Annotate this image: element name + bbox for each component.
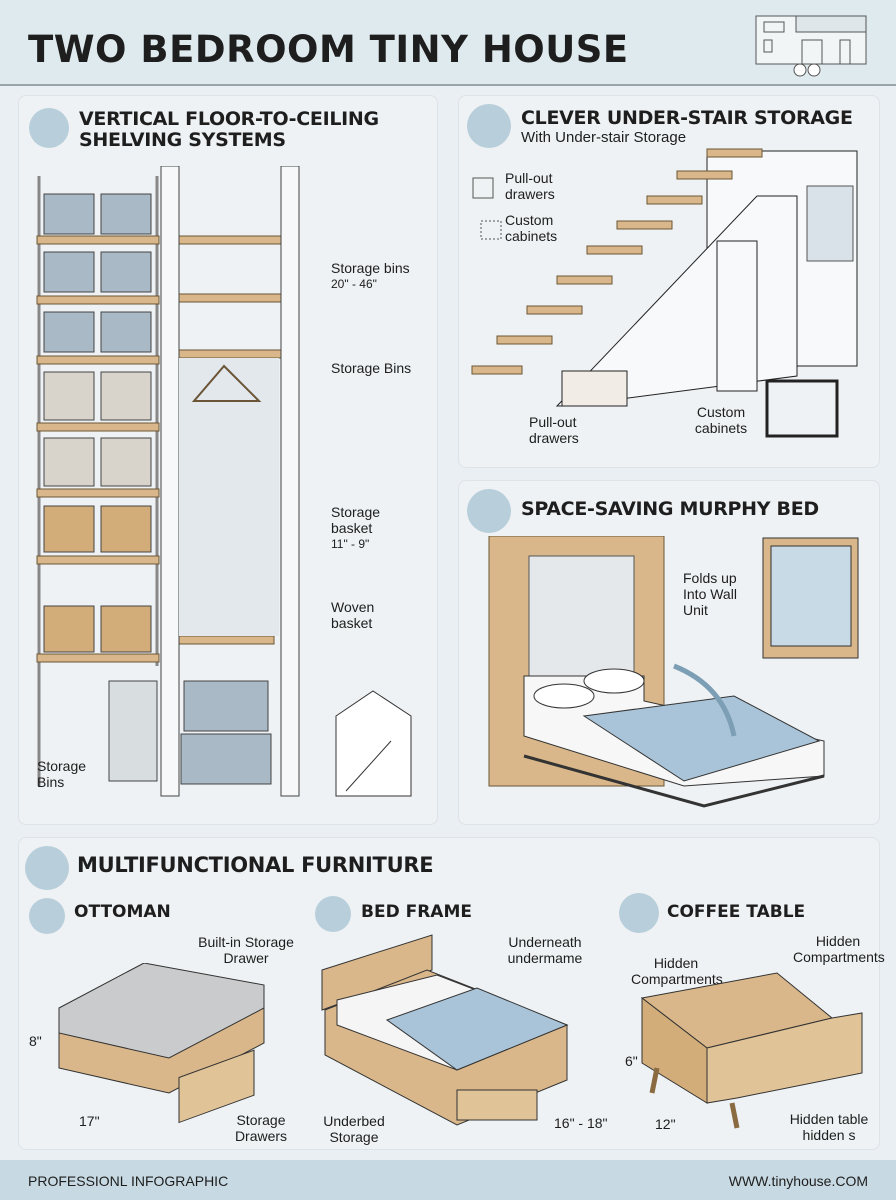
ottoman-icon <box>29 898 65 934</box>
ottoman-height: 8" <box>29 1033 42 1049</box>
furniture-panel: MULTIFUNCTIONAL FURNITURE OTTOMAN Built-… <box>18 837 885 1150</box>
bed-frame-illustration <box>321 934 569 1126</box>
table-left-label: Hidden Compartments <box>631 955 723 987</box>
section-title: SPACE-SAVING MURPHY BED <box>521 498 819 520</box>
legend-pull-out-drawers: Pull-out drawers <box>505 170 555 202</box>
ottoman-title: OTTOMAN <box>74 902 171 922</box>
bed-top-label: Underneath undermame <box>507 934 583 966</box>
page-title: TWO BEDROOM TINY HOUSE <box>28 28 629 71</box>
house-section-diagram <box>335 690 412 797</box>
under-stair-illustration <box>471 148 858 438</box>
stacked-layers-icon <box>29 108 69 148</box>
section-subtitle: With Under-stair Storage <box>521 129 687 146</box>
callout-folds-up: Folds up Into Wall Unit <box>683 570 737 618</box>
stairs-panel: CLEVER UNDER-STAIR STORAGE With Under-st… <box>458 95 880 468</box>
table-right-label: Hidden Compartments <box>793 933 885 965</box>
murphy-bed-illustration <box>488 536 825 808</box>
shelving-illustration <box>36 166 300 797</box>
section-title: CLEVER UNDER-STAIR STORAGE <box>521 107 853 129</box>
stairs-icon <box>467 104 511 148</box>
murphy-bed-folded-diagram <box>762 537 859 659</box>
bed-left-label: Underbed Storage <box>323 1113 385 1145</box>
ottoman-illustration <box>58 963 265 1124</box>
bed-frame-title: BED FRAME <box>361 902 472 922</box>
footer: PROFESSIONL INFOGRAPHIC WWW.tinyhouse.CO… <box>0 1160 896 1200</box>
legend-custom-cabinets: Custom cabinets <box>505 212 558 244</box>
shelving-panel: VERTICAL FLOOR-TO-CEILING SHELVING SYSTE… <box>18 95 438 825</box>
bed-dimension: 16" - 18" <box>554 1115 608 1131</box>
label-bottom-storage-bins: Storage Bins <box>37 758 87 790</box>
label-woven-basket: Woven basket <box>331 599 375 631</box>
callout-custom-cabinets: Custom cabinets <box>694 404 748 436</box>
section-title: VERTICAL FLOOR-TO-CEILING SHELVING SYSTE… <box>79 108 379 151</box>
section-title: MULTIFUNCTIONAL FURNITURE <box>77 853 434 877</box>
coffee-table-icon <box>619 893 659 933</box>
table-height: 6" <box>625 1053 638 1069</box>
footer-left: PROFESSIONL INFOGRAPHIC <box>28 1173 229 1189</box>
transform-icon <box>25 846 69 890</box>
ottoman-bottom-label: Storage Drawers <box>234 1112 288 1144</box>
murphy-bed-icon <box>467 489 511 533</box>
label-storage-bins: Storage Bins <box>331 360 412 376</box>
callout-pull-out-drawers: Pull-out drawers <box>529 414 579 446</box>
header: TWO BEDROOM TINY HOUSE <box>0 0 896 86</box>
bed-icon <box>315 896 351 932</box>
coffee-table-illustration <box>640 972 863 1129</box>
murphy-bed-panel: SPACE-SAVING MURPHY BED Folds up Into Wa… <box>458 480 880 825</box>
ottoman-top-label: Built-in Storage Drawer <box>198 934 294 966</box>
footer-website-link[interactable]: WWW.tinyhouse.COM <box>728 1173 868 1189</box>
tiny-house-trailer-icon <box>755 15 867 77</box>
table-width: 12" <box>655 1116 676 1132</box>
ottoman-width: 17" <box>79 1113 100 1129</box>
coffee-table-title: COFFEE TABLE <box>667 902 806 922</box>
table-bottom-label: Hidden table hidden s <box>789 1111 869 1143</box>
